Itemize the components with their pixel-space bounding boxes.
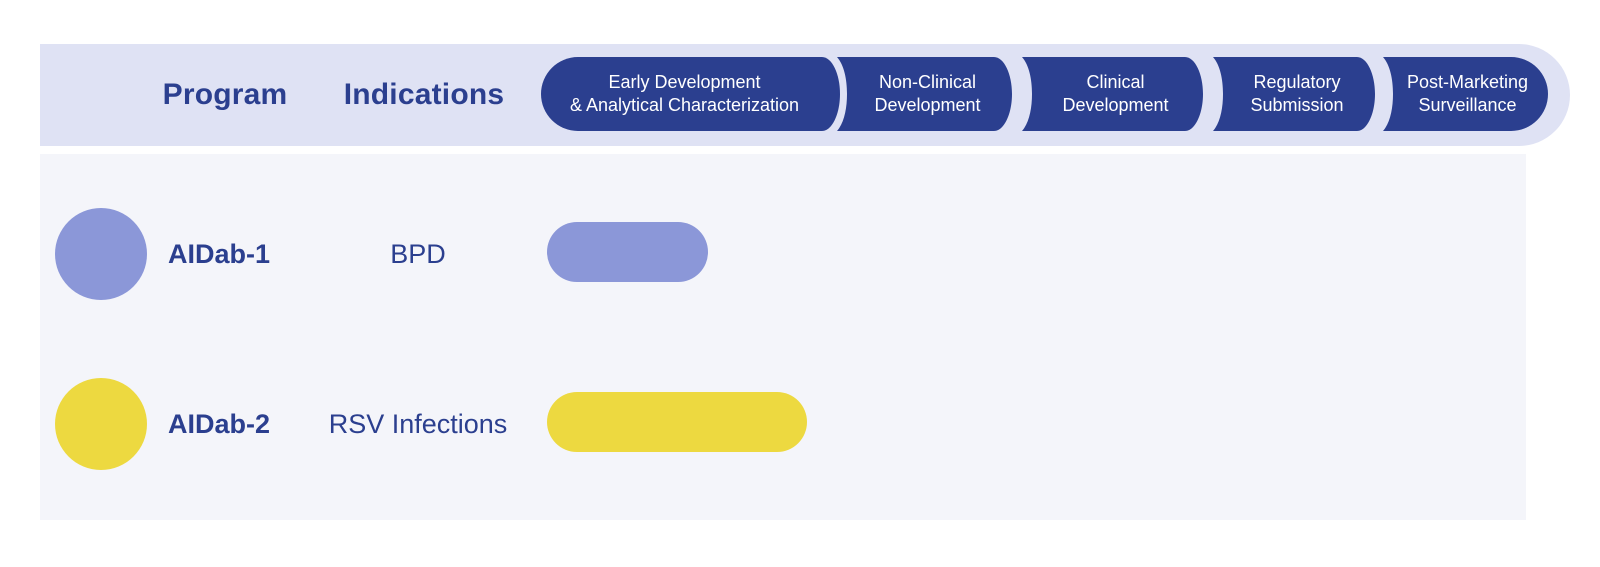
stage-non-clinical-development: Non-Clinical Development (837, 57, 1012, 131)
pipeline-row: AIDab-1 BPD (40, 208, 1526, 300)
program-dot (55, 208, 147, 300)
stage-label: Clinical Development (1062, 72, 1169, 115)
stage-regulatory-submission: Regulatory Submission (1213, 57, 1375, 131)
chart-body-panel: AIDab-1 BPD AIDab-2 RSV Infections (40, 154, 1526, 520)
stage-arrow-shape (1383, 57, 1548, 131)
header-band: Program Indications Early Development & … (40, 44, 1570, 146)
progress-bar (547, 222, 708, 282)
stage-early-development: Early Development & Analytical Character… (541, 57, 840, 131)
pipeline-row: AIDab-2 RSV Infections (40, 378, 1526, 470)
program-name: AIDab-2 (168, 408, 271, 439)
indication-name: RSV Infections (328, 408, 508, 439)
progress-bar (547, 392, 807, 452)
indications-column-header: Indications (343, 78, 505, 111)
stage-label: Early Development & Analytical Character… (569, 72, 800, 115)
stage-label: Regulatory Submission (1250, 72, 1344, 115)
stage-label: Non-Clinical Development (874, 72, 981, 115)
stage-arrow-shape (1022, 57, 1203, 131)
indication-name: BPD (390, 238, 446, 269)
program-dot (55, 378, 147, 470)
stage-arrow-shape (541, 57, 840, 131)
program-column-header: Program (162, 78, 288, 111)
stage-label: Post-Marketing Surveillance (1406, 72, 1529, 115)
stage-clinical-development: Clinical Development (1022, 57, 1203, 131)
program-name: AIDab-1 (168, 238, 271, 269)
stage-arrow-shape (837, 57, 1012, 131)
stage-post-marketing-surveillance: Post-Marketing Surveillance (1383, 57, 1548, 131)
stage-arrow-shape (1213, 57, 1375, 131)
